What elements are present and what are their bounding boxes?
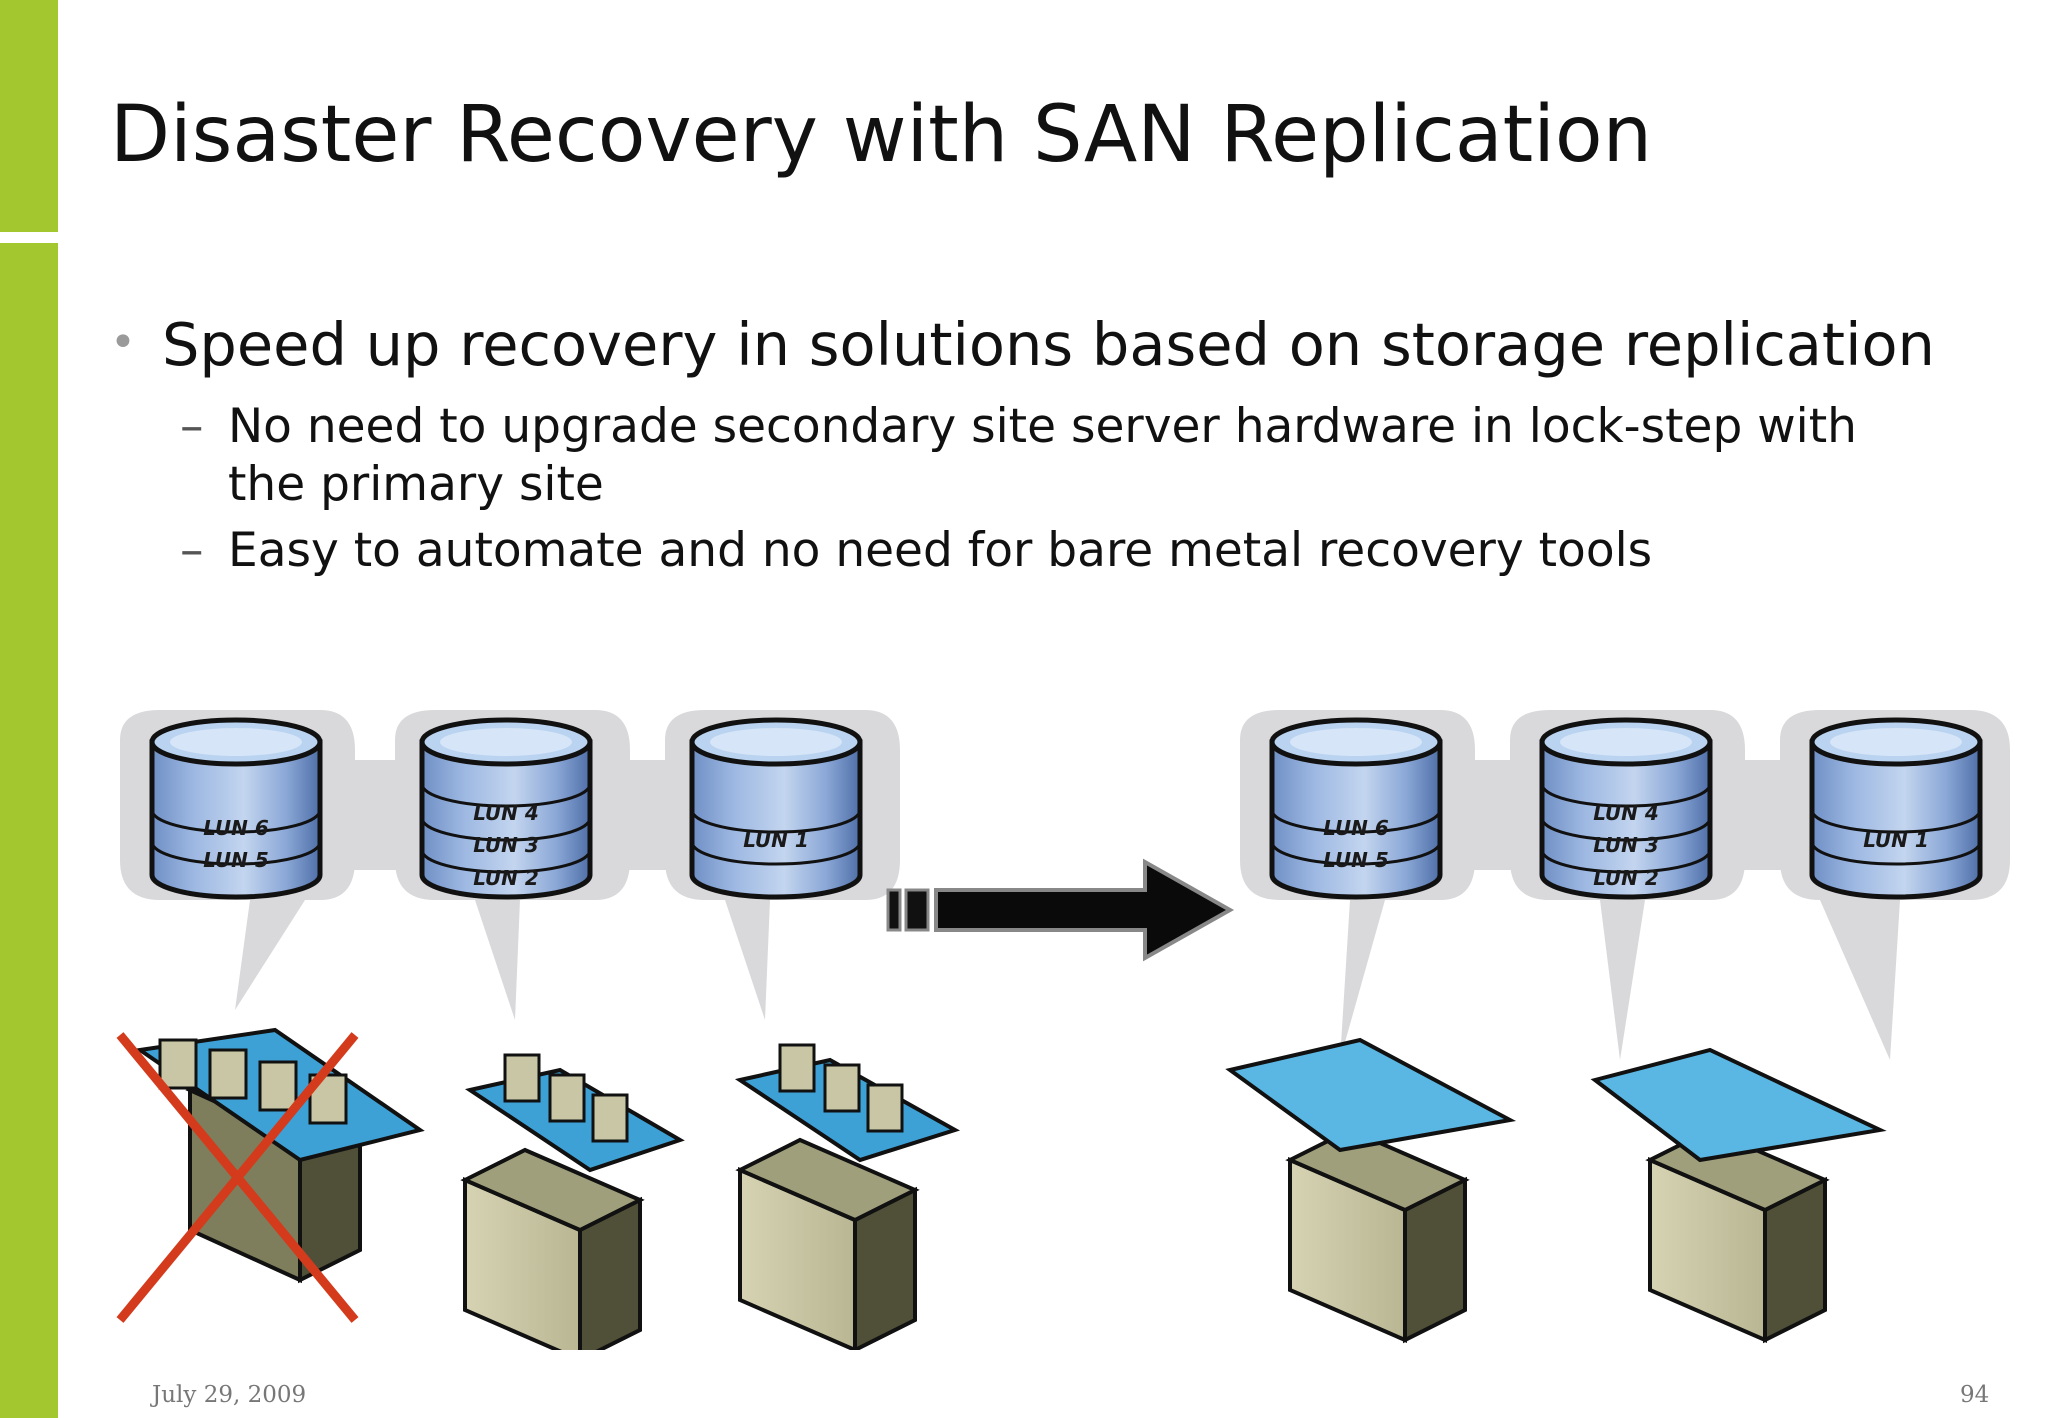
disk-secondary-3: LUN 1 xyxy=(1809,717,1983,900)
sub-bullet-1: – No need to upgrade secondary site serv… xyxy=(180,398,1900,514)
footer-date: July 29, 2009 xyxy=(152,1382,307,1408)
disk-primary-3: LUN 1 xyxy=(689,717,863,900)
server-secondary-1 xyxy=(1225,1037,1517,1344)
disk-secondary-1: LUN 6 LUN 5 xyxy=(1269,717,1443,900)
failure-x-line-2 xyxy=(116,1032,359,1323)
lun-label: LUN 3 xyxy=(1593,833,1659,857)
lun-label: LUN 6 xyxy=(1323,816,1389,840)
disk-primary-1: LUN 6 LUN 5 xyxy=(149,717,323,900)
lun-label: LUN 3 xyxy=(473,833,539,857)
sub-bullet-1-text: No need to upgrade secondary site server… xyxy=(228,399,1857,512)
dash-icon: – xyxy=(180,523,204,578)
page-number: 94 xyxy=(1960,1382,1990,1408)
main-bullet: • Speed up recovery in solutions based on… xyxy=(110,310,1935,379)
lun-label: LUN 2 xyxy=(1593,866,1659,890)
dash-icon: – xyxy=(180,399,204,454)
server-secondary-2 xyxy=(1590,1047,1887,1344)
disk-primary-2: LUN 4 LUN 3 LUN 2 xyxy=(419,717,593,900)
accent-bar-top xyxy=(0,0,58,232)
lun-label: LUN 1 xyxy=(1863,828,1929,852)
lun-label: LUN 2 xyxy=(473,866,539,890)
lun-label: LUN 5 xyxy=(203,848,269,872)
disk-secondary-2: LUN 4 LUN 3 LUN 2 xyxy=(1539,717,1713,900)
accent-bar-bottom xyxy=(0,243,58,1418)
lun-label: LUN 5 xyxy=(1323,848,1389,872)
server-primary-3 xyxy=(734,1043,961,1350)
lun-label: LUN 6 xyxy=(203,816,269,840)
lun-label: LUN 4 xyxy=(473,801,539,825)
server-primary-2 xyxy=(460,1053,685,1350)
sub-bullet-2-text: Easy to automate and no need for bare me… xyxy=(228,523,1653,578)
lun-label: LUN 4 xyxy=(1593,801,1659,825)
sub-bullet-2: – Easy to automate and no need for bare … xyxy=(180,522,1900,580)
replication-arrow-icon xyxy=(886,858,1235,962)
slide-title: Disaster Recovery with SAN Replication xyxy=(110,90,1653,180)
bullet-dot-icon: • xyxy=(110,317,136,368)
main-bullet-text: Speed up recovery in solutions based on … xyxy=(161,310,1935,379)
server-primary-1-failed xyxy=(116,1027,425,1323)
san-replication-diagram: LUN 6 LUN 5 LUN 4 LUN 3 LUN 2 LUN 1 LUN … xyxy=(116,710,2010,1350)
lun-label: LUN 1 xyxy=(743,828,809,852)
